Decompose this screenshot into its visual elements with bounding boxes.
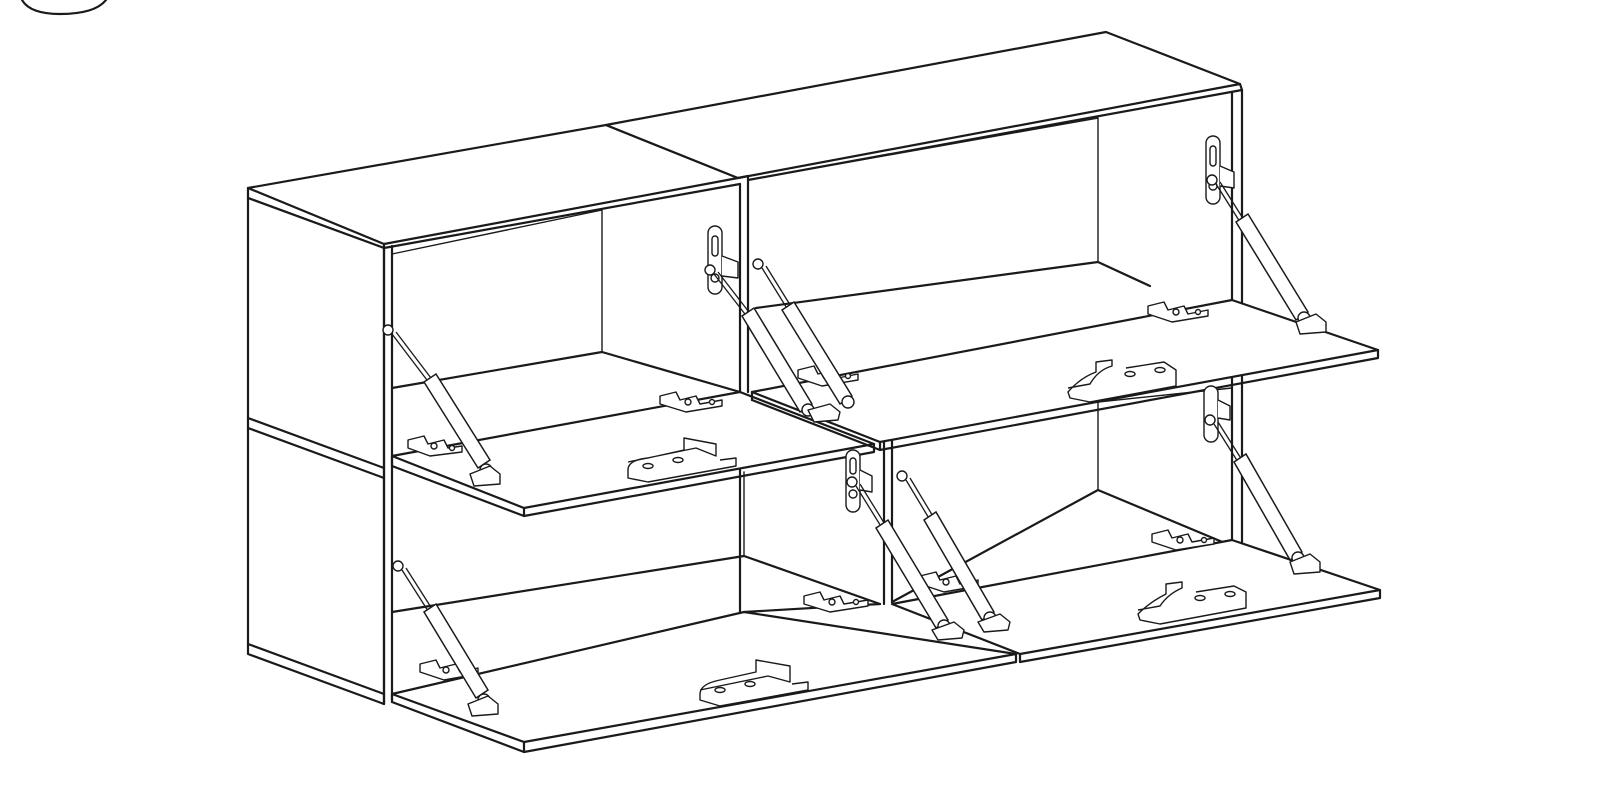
gas-strut xyxy=(1206,174,1327,335)
step-number-circle xyxy=(20,0,108,16)
hinge xyxy=(659,391,723,413)
hinge xyxy=(1151,529,1215,551)
gas-strut xyxy=(392,560,499,717)
mounting-bracket xyxy=(1203,385,1231,443)
gas-strut xyxy=(752,258,855,423)
gas-strut xyxy=(1204,414,1321,575)
left-side-panel xyxy=(246,196,386,706)
handle-upper-right xyxy=(1067,359,1177,403)
flap-door-lower-right xyxy=(890,538,1382,664)
gas-strut xyxy=(704,264,815,417)
mounting-bracket xyxy=(707,225,739,295)
hinge xyxy=(407,435,463,457)
handle-lower-left xyxy=(699,659,809,707)
gas-strut xyxy=(846,476,965,641)
handle-upper-left xyxy=(627,437,737,483)
flap-door-lower-left xyxy=(390,602,1018,754)
gas-strut xyxy=(896,470,1011,633)
flap-door-upper-right xyxy=(750,298,1380,452)
handle-lower-right xyxy=(1137,581,1247,625)
mounting-bracket xyxy=(1205,135,1235,205)
gas-strut xyxy=(382,324,501,487)
gas-strut-set xyxy=(382,174,1327,717)
top-panel-right xyxy=(604,30,1242,180)
hinge xyxy=(1147,301,1209,323)
cabinet-carcass xyxy=(246,30,1244,706)
hinge xyxy=(803,591,869,613)
